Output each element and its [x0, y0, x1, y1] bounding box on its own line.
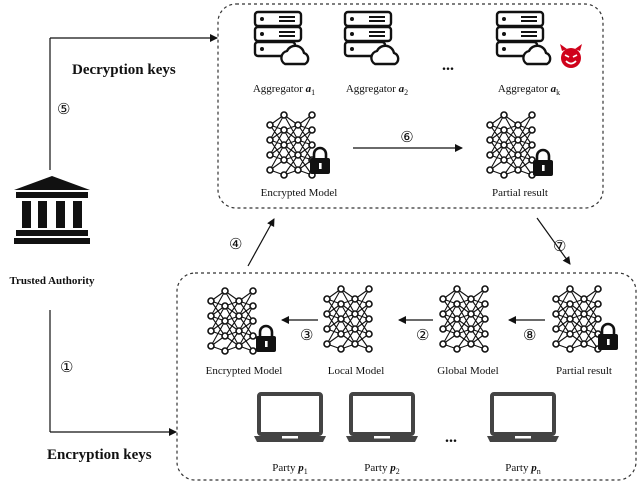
step-8-label: ⑧ — [523, 328, 536, 344]
neural-network-icon — [207, 287, 257, 355]
aggregator-ak-label: Aggregator ak — [498, 83, 560, 97]
step-5-label: ⑤ — [57, 102, 70, 118]
devil-icon — [560, 44, 582, 68]
encryption-keys-label: Encryption keys — [47, 447, 152, 463]
server-icon — [495, 10, 552, 66]
laptop-icon — [485, 392, 561, 444]
top-encrypted-model-label: Encrypted Model — [261, 187, 338, 199]
trusted-authority-label: Trusted Authority — [9, 275, 95, 287]
lock-icon — [531, 148, 555, 178]
local-model-label: Local Model — [328, 365, 385, 377]
bottom-encrypted-model-label: Encrypted Model — [206, 365, 283, 377]
bottom-partial-result-label: Partial result — [556, 365, 612, 377]
aggregator-a1-label: Aggregator a1 — [253, 83, 315, 97]
neural-network-icon — [439, 285, 489, 353]
decryption-keys-label: Decryption keys — [72, 62, 176, 78]
bank-building-icon — [14, 176, 90, 244]
laptop-icon — [344, 392, 420, 444]
neural-network-icon — [323, 285, 373, 353]
step-3-label: ③ — [300, 328, 313, 344]
aggregator-group-box — [217, 3, 604, 209]
party-pn-label: Party pn — [505, 462, 540, 476]
party-group-box — [176, 272, 637, 481]
step-7-arrow — [536, 217, 571, 265]
party-p1-label: Party p1 — [272, 462, 307, 476]
laptop-icon — [252, 392, 328, 444]
step-6-label: ⑥ — [400, 130, 413, 146]
lock-icon — [596, 322, 620, 352]
step-1-label: ① — [60, 360, 73, 376]
step-4-arrow — [247, 218, 275, 267]
party-p2-label: Party p2 — [364, 462, 399, 476]
global-model-label: Global Model — [437, 365, 498, 377]
server-icon — [343, 10, 400, 66]
step-2-label: ② — [416, 328, 429, 344]
neural-network-icon — [552, 285, 602, 353]
neural-network-icon — [486, 111, 536, 179]
lock-icon — [308, 146, 332, 176]
top-partial-result-label: Partial result — [492, 187, 548, 199]
aggregator-ellipsis: ... — [442, 57, 454, 74]
lock-icon — [254, 324, 278, 354]
server-icon — [253, 10, 310, 66]
step-7-label: ⑦ — [553, 239, 566, 255]
step-4-label: ④ — [229, 237, 242, 253]
aggregator-a2-label: Aggregator a2 — [346, 83, 408, 97]
party-ellipsis: ... — [445, 429, 457, 446]
neural-network-icon — [266, 111, 316, 179]
